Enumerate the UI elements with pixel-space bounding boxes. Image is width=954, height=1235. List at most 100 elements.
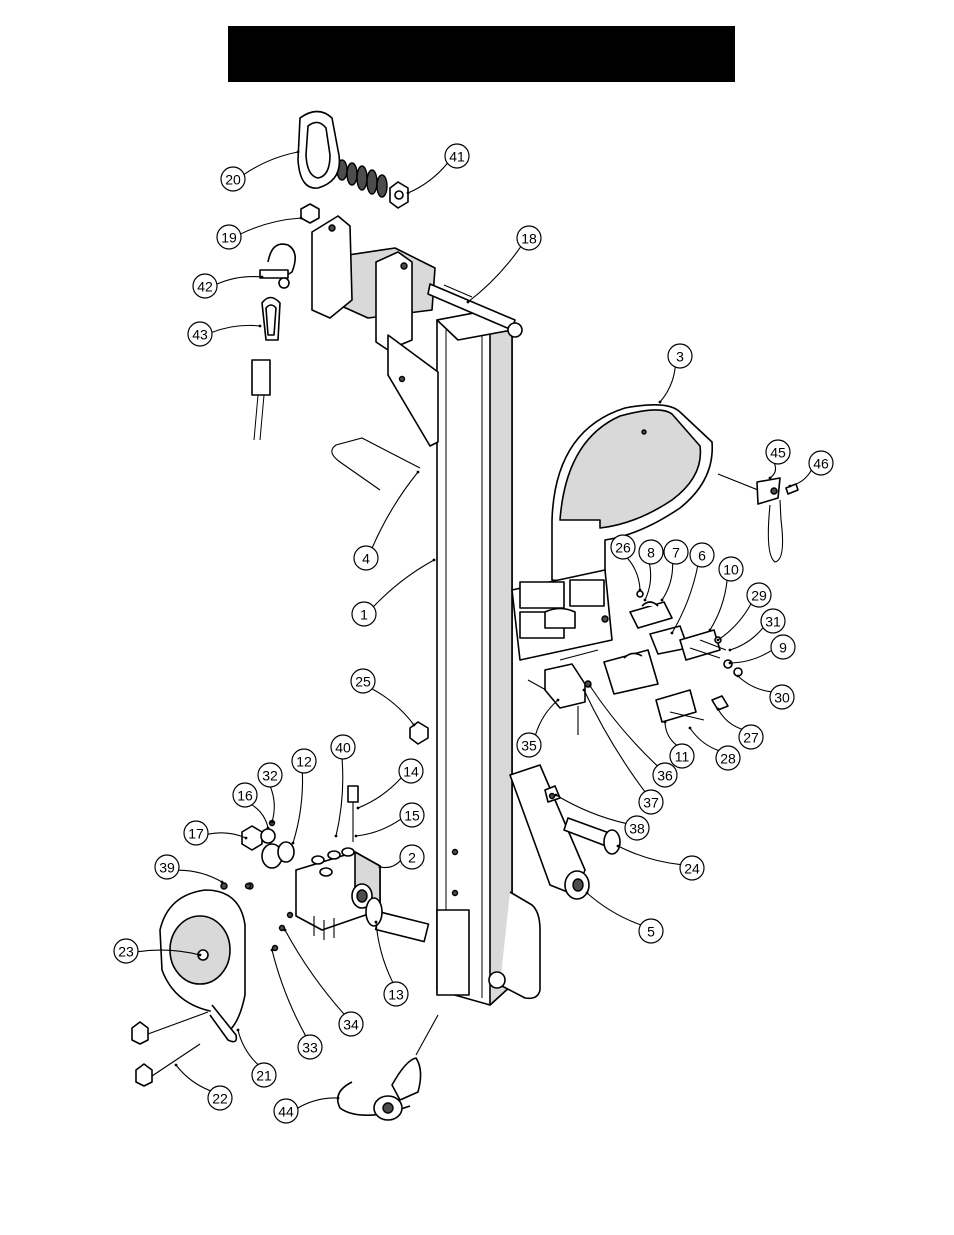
callout-arrowhead: [586, 892, 589, 895]
callout-leader: [590, 686, 657, 766]
pin-45: [718, 474, 783, 562]
callout-35: 35: [517, 699, 559, 757]
callout-21: 21: [237, 1029, 276, 1087]
callout-number: 44: [278, 1104, 294, 1120]
callout-leader: [645, 564, 651, 600]
callout-arrowhead: [729, 649, 732, 652]
callout-number: 33: [302, 1040, 318, 1056]
callout-arrowhead: [417, 471, 420, 474]
callout-leader: [730, 650, 772, 663]
callout-28: 28: [689, 727, 740, 770]
callout-arrowhead: [555, 794, 558, 797]
callout-number: 35: [521, 738, 537, 754]
callout-14: 14: [357, 759, 423, 809]
callout-number: 36: [657, 768, 673, 784]
callout-leader: [672, 566, 698, 633]
top-boom: [312, 216, 438, 446]
bracket-11: [656, 690, 728, 722]
callout-number: 30: [774, 690, 790, 706]
callout-leader: [336, 759, 343, 836]
callout-7: 7: [661, 540, 688, 601]
callout-number: 19: [221, 230, 237, 246]
callout-number: 46: [813, 456, 829, 472]
callout-number: 13: [388, 987, 404, 1003]
callout-46: 46: [789, 451, 833, 487]
callout-43: 43: [188, 322, 261, 346]
callout-arrowhead: [664, 721, 667, 724]
callout-41: 41: [407, 144, 469, 194]
callout-arrowhead: [789, 485, 792, 488]
callout-39: 39: [155, 855, 223, 883]
mast-tube: [437, 310, 512, 1005]
callout-arrowhead: [297, 151, 300, 154]
callout-arrowhead: [337, 1097, 340, 1100]
callout-leader: [660, 367, 675, 402]
callout-arrowhead: [661, 599, 664, 602]
callout-leader: [176, 1065, 210, 1091]
callout-9: 9: [729, 635, 795, 664]
callout-33: 33: [271, 949, 322, 1059]
callout-number: 28: [720, 751, 736, 767]
callout-number: 39: [159, 860, 175, 876]
callout-22: 22: [175, 1064, 232, 1110]
callout-number: 15: [404, 808, 420, 824]
callout-number: 21: [256, 1068, 272, 1084]
callout-4: 4: [354, 471, 419, 570]
callout-number: 10: [723, 562, 739, 578]
callout-leader: [298, 1098, 338, 1108]
callout-leader: [690, 728, 719, 751]
callout-18: 18: [467, 226, 541, 303]
callout-arrowhead: [245, 837, 248, 840]
callout-number: 23: [118, 944, 134, 960]
callout-leader: [587, 893, 641, 925]
callout-arrowhead: [659, 401, 662, 404]
callout-arrowhead: [300, 217, 303, 220]
callout-arrowhead: [671, 632, 674, 635]
callout-19: 19: [217, 217, 302, 249]
callout-number: 1: [360, 607, 368, 623]
callout-number: 32: [262, 768, 278, 784]
callout-number: 2: [408, 850, 416, 866]
callout-arrowhead: [557, 699, 560, 702]
callout-27: 27: [717, 708, 763, 749]
callout-number: 38: [629, 821, 645, 837]
callout-number: 5: [647, 924, 655, 940]
clamp-lower: [604, 650, 658, 694]
callout-5: 5: [586, 892, 663, 943]
callout-arrowhead: [271, 949, 274, 952]
callout-45: 45: [766, 440, 790, 479]
callout-arrowhead: [729, 662, 732, 665]
callout-24: 24: [617, 845, 704, 880]
valve-block-35: [528, 650, 598, 735]
callout-arrowhead: [589, 685, 592, 688]
callout-arrowhead: [379, 866, 382, 869]
callout-25: 25: [351, 669, 415, 726]
hub-cover-21: [160, 883, 253, 1042]
u-pin: [332, 438, 420, 490]
callout-30: 30: [737, 675, 794, 709]
bolt-14: [348, 786, 358, 842]
callout-44: 44: [274, 1097, 339, 1123]
callout-leader: [271, 787, 275, 822]
callout-leader: [718, 709, 742, 729]
callout-leader: [710, 580, 727, 630]
callout-number: 4: [362, 551, 370, 567]
callout-number: 22: [212, 1091, 228, 1107]
callout-number: 11: [675, 749, 690, 765]
callout-arrowhead: [259, 325, 262, 328]
callout-number: 9: [779, 640, 787, 656]
callout-number: 31: [765, 614, 781, 630]
callout-leader: [790, 470, 811, 486]
callout-number: 17: [188, 826, 204, 842]
callout-34: 34: [284, 929, 363, 1036]
callout-leader: [618, 846, 680, 865]
callout-number: 12: [296, 754, 312, 770]
callout-15: 15: [355, 803, 424, 837]
callout-leader: [293, 773, 303, 843]
callout-leader: [244, 152, 298, 174]
callout-leader: [179, 870, 222, 882]
callout-arrowhead: [357, 807, 360, 810]
callout-37: 37: [583, 689, 663, 814]
callout-arrowhead: [221, 881, 224, 884]
